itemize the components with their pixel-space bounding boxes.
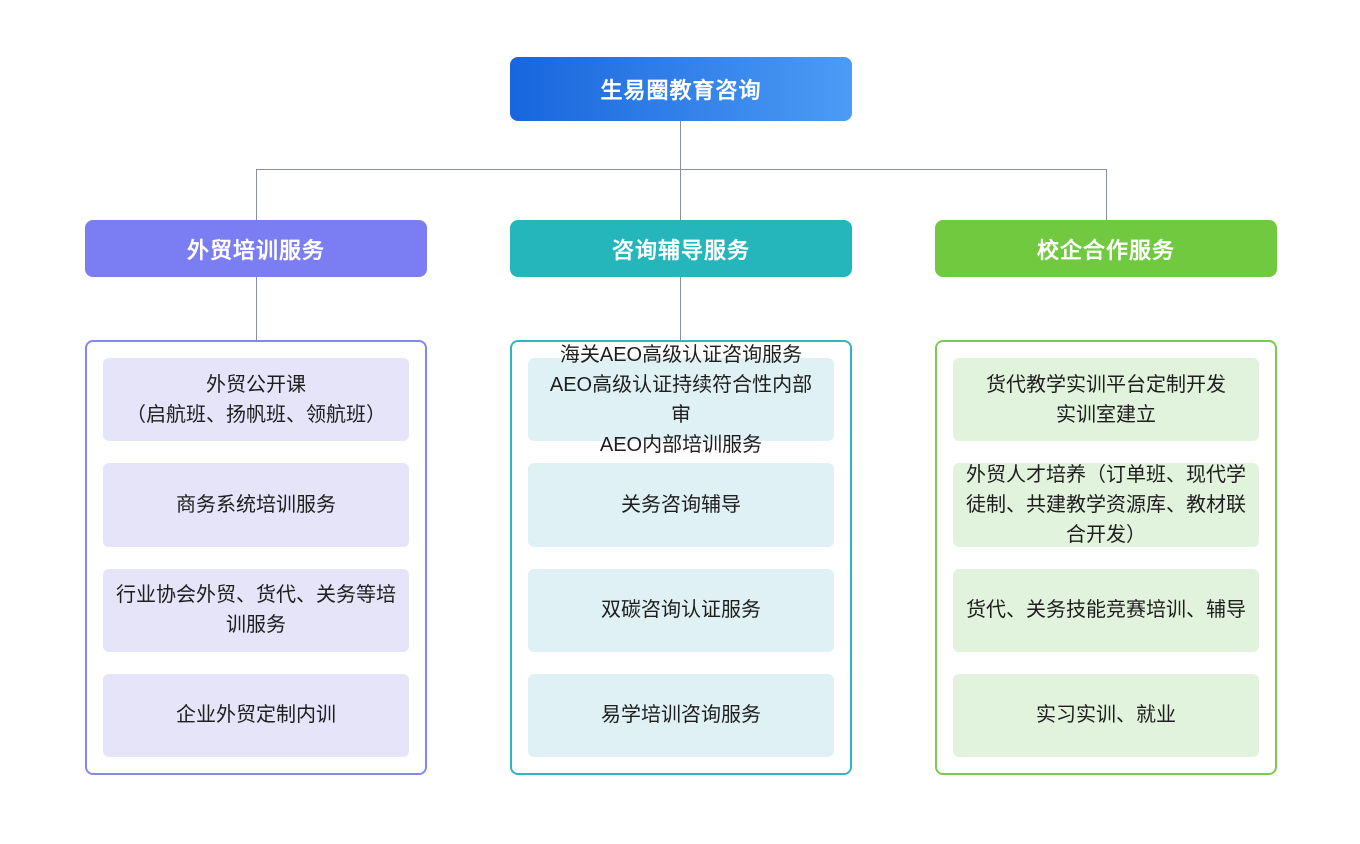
branch-header-label: 外贸培训服务: [186, 237, 325, 263]
leaf-node: 外贸公开课 （启航班、扬帆班、领航班）: [103, 358, 409, 442]
leaf-node: 双碳咨询认证服务: [528, 568, 834, 652]
leaf-node: 商务系统培训服务: [103, 463, 409, 547]
connector-branch2-drop: [680, 169, 681, 220]
leaf-node: 货代、关务技能竞赛培训、辅导: [953, 568, 1259, 652]
branch-container-school-enterprise: 货代教学实训平台定制开发 实训室建立 外贸人才培养（订单班、现代学徒制、共建教学…: [935, 340, 1277, 775]
connector-horizontal: [256, 169, 1106, 170]
branch-header-label: 咨询辅导服务: [611, 237, 750, 263]
branch-header-school-enterprise: 校企合作服务: [935, 220, 1277, 277]
root-node: 生易圈教育咨询: [510, 57, 852, 121]
branch-container-foreign-trade-training: 外贸公开课 （启航班、扬帆班、领航班） 商务系统培训服务 行业协会外贸、货代、关…: [85, 340, 427, 775]
leaf-node: 行业协会外贸、货代、关务等培训服务: [103, 568, 409, 652]
branch-header-foreign-trade-training: 外贸培训服务: [85, 220, 427, 277]
connector-root-vertical: [680, 121, 681, 169]
branch-header-label: 校企合作服务: [1036, 237, 1175, 263]
leaf-node: 外贸人才培养（订单班、现代学徒制、共建教学资源库、教材联合开发）: [953, 463, 1259, 547]
connector-branch1-drop: [256, 169, 257, 220]
branch-container-consulting-coaching: 海关AEO高级认证咨询服务 AEO高级认证持续符合性内部审 AEO内部培训服务 …: [510, 340, 852, 775]
root-node-label: 生易圈教育咨询: [600, 78, 762, 103]
connector-branch3-drop: [1106, 169, 1107, 220]
branch-header-consulting-coaching: 咨询辅导服务: [510, 220, 852, 277]
leaf-node: 实习实训、就业: [953, 673, 1259, 757]
connector-branch1-to-container: [256, 277, 257, 340]
leaf-node: 易学培训咨询服务: [528, 673, 834, 757]
connector-branch2-to-container: [680, 277, 681, 340]
leaf-node: 企业外贸定制内训: [103, 673, 409, 757]
leaf-node: 货代教学实训平台定制开发 实训室建立: [953, 358, 1259, 442]
leaf-node: 关务咨询辅导: [528, 463, 834, 547]
leaf-node: 海关AEO高级认证咨询服务 AEO高级认证持续符合性内部审 AEO内部培训服务: [528, 344, 834, 456]
